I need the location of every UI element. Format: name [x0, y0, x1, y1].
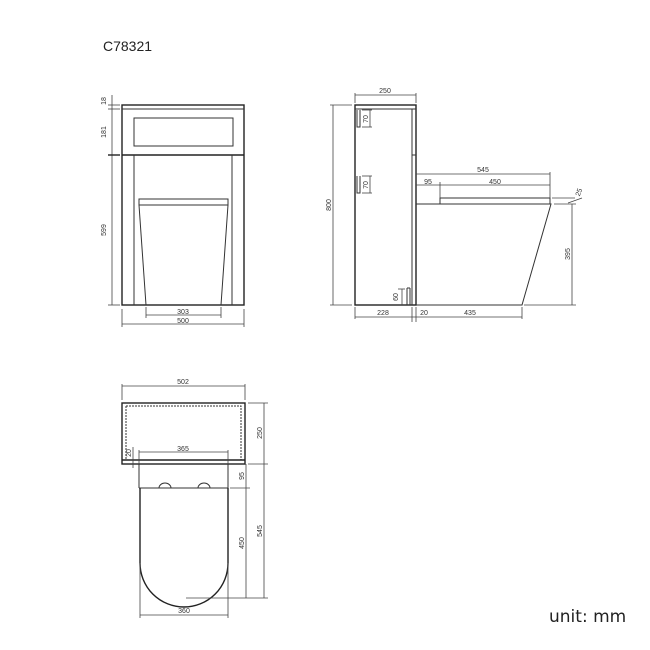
dim-base-depth: 228 — [377, 310, 389, 317]
dim-total-height: 800 — [326, 199, 333, 211]
dim-panel-gap: 20 — [420, 310, 428, 317]
dim-hinge-offset: 95 — [239, 472, 246, 480]
side-seat — [439, 197, 551, 205]
side-view: 70 70 60 800 250 545 95 450 25 — [326, 88, 584, 322]
dim-seat-back-width: 365 — [177, 446, 189, 453]
side-cutout-upper — [356, 110, 361, 128]
dim-pan-base-length: 435 — [464, 310, 476, 317]
dim-plan-unit-width: 502 — [177, 379, 189, 386]
front-flush-panel — [133, 117, 234, 147]
hinge-left-icon — [158, 482, 172, 489]
dim-plan-panel-thickness: 20 — [126, 449, 133, 457]
plan-seat-outline — [139, 488, 229, 608]
plan-cabinet-inner — [125, 405, 242, 460]
dim-seat-offset: 95 — [424, 179, 432, 186]
model-number: C78321 — [103, 38, 153, 54]
dim-panel-height: 181 — [101, 126, 108, 138]
dim-projection: 545 — [477, 167, 489, 174]
unit-label: unit: mm — [549, 607, 627, 627]
dim-cutout-bottom: 60 — [393, 293, 400, 301]
dim-seat-thickness: 25 — [575, 188, 584, 198]
dim-cutout-lower: 70 — [363, 181, 370, 189]
plan-view: 502 365 20 250 95 450 545 360 — [121, 379, 268, 618]
side-cutout-bottom — [406, 287, 411, 305]
dim-plan-seat-length: 450 — [239, 537, 246, 549]
front-pan — [138, 204, 229, 306]
dim-lower-height: 599 — [101, 224, 108, 236]
side-cabinet-outline — [354, 104, 417, 306]
side-cutout-lower — [356, 176, 361, 194]
dim-plan-unit-depth: 250 — [257, 427, 264, 439]
dim-seat-width: 360 — [178, 608, 190, 615]
dim-total-projection: 545 — [257, 525, 264, 537]
dim-seat-length: 450 — [489, 179, 501, 186]
dim-cutout-upper: 70 — [363, 115, 370, 123]
hinge-right-icon — [197, 482, 211, 489]
dim-unit-depth: 250 — [379, 88, 391, 95]
front-view: 18 181 599 303 500 — [101, 95, 245, 327]
front-cabinet-outline — [121, 104, 245, 306]
front-seat — [138, 198, 229, 206]
dim-total-width: 500 — [177, 318, 189, 325]
dim-pan-height: 395 — [565, 248, 572, 260]
dim-pan-base-width: 303 — [177, 309, 189, 316]
side-pan — [416, 203, 552, 306]
dim-top-thickness: 18 — [101, 97, 108, 105]
plan-cabinet-outline — [121, 402, 246, 465]
